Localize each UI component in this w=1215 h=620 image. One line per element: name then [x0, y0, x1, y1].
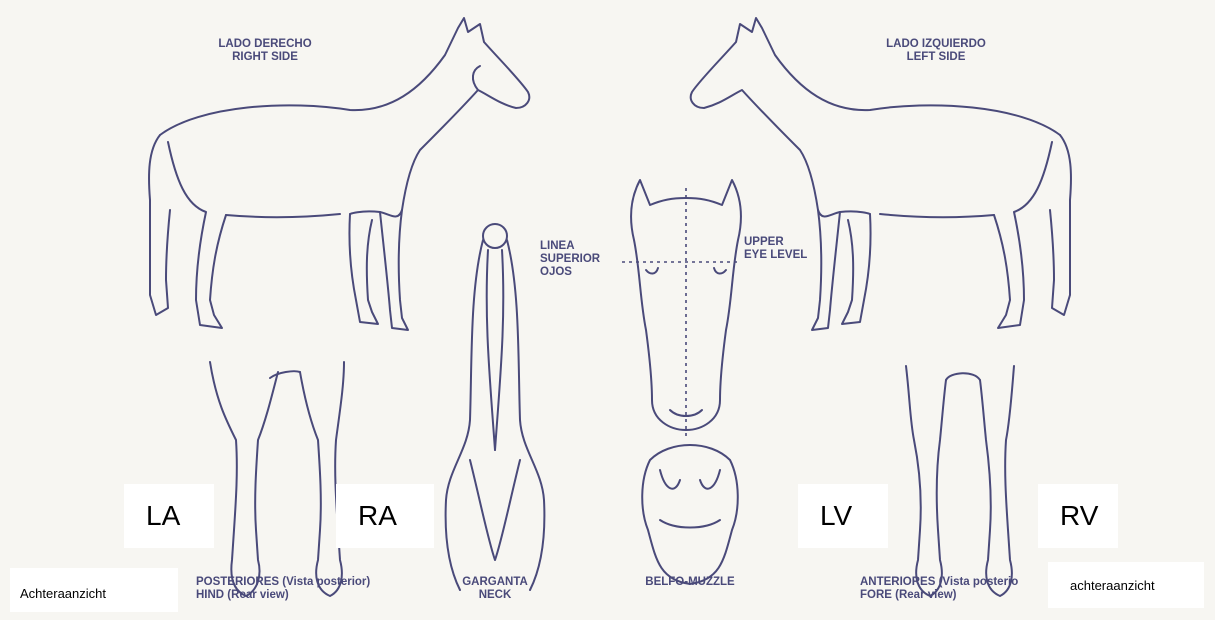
- upper-eye-level-label: UPPER EYE LEVEL: [744, 236, 807, 262]
- posteriores-label: POSTERIORES (Vista posterior): [196, 576, 370, 589]
- upper-label: UPPER: [744, 236, 807, 249]
- right-side-en-label: RIGHT SIDE: [210, 51, 320, 64]
- neck-label: GARGANTA NECK: [450, 576, 540, 602]
- hind-label: HIND (Rear view): [196, 589, 370, 602]
- eye-level-label: EYE LEVEL: [744, 249, 807, 262]
- linea-superior-ojos-label: LINEA SUPERIOR OJOS: [540, 240, 600, 279]
- right-side-label: LADO DERECHO RIGHT SIDE: [210, 38, 320, 64]
- left-side-label: LADO IZQUIERDO LEFT SIDE: [876, 38, 996, 64]
- rv-box: RV: [1038, 484, 1118, 548]
- la-box: LA: [124, 484, 214, 548]
- ra-box: RA: [336, 484, 434, 548]
- rv-label: RV: [1060, 500, 1098, 532]
- anteriores-label: ANTERIORES (Vista posterio: [860, 576, 1018, 589]
- achteraanzicht-left-label: Achteraanzicht: [20, 586, 106, 602]
- left-side-en-label: LEFT SIDE: [876, 51, 996, 64]
- muzzle-label: BELFO-MUZZLE: [620, 576, 760, 589]
- fore-legs-drawing: [906, 366, 1014, 596]
- hind-legs-label: POSTERIORES (Vista posterior) HIND (Rear…: [196, 576, 370, 602]
- horse-left-side-drawing: [691, 18, 1071, 330]
- ra-label: RA: [358, 500, 397, 532]
- achteraanzicht-right-box: achteraanzicht: [1048, 562, 1204, 608]
- horse-right-side-drawing: [149, 18, 529, 330]
- lv-label: LV: [820, 500, 852, 532]
- superior-label: SUPERIOR: [540, 253, 600, 266]
- ojos-label: OJOS: [540, 266, 600, 279]
- la-label: LA: [146, 500, 180, 532]
- fore-legs-label: ANTERIORES (Vista posterio FORE (Rear vi…: [860, 576, 1018, 602]
- lv-box: LV: [798, 484, 888, 548]
- linea-label: LINEA: [540, 240, 600, 253]
- garganta-label: GARGANTA: [450, 576, 540, 589]
- fore-label: FORE (Rear view): [860, 589, 1018, 602]
- right-side-es-label: LADO DERECHO: [210, 38, 320, 51]
- achteraanzicht-left-box: Achteraanzicht: [10, 568, 178, 612]
- neck-en-label: NECK: [450, 589, 540, 602]
- neck-drawing: [446, 224, 545, 590]
- left-side-es-label: LADO IZQUIERDO: [876, 38, 996, 51]
- achteraanzicht-right-label: achteraanzicht: [1070, 578, 1155, 594]
- hind-legs-drawing: [210, 362, 344, 596]
- muzzle-drawing: [642, 445, 738, 584]
